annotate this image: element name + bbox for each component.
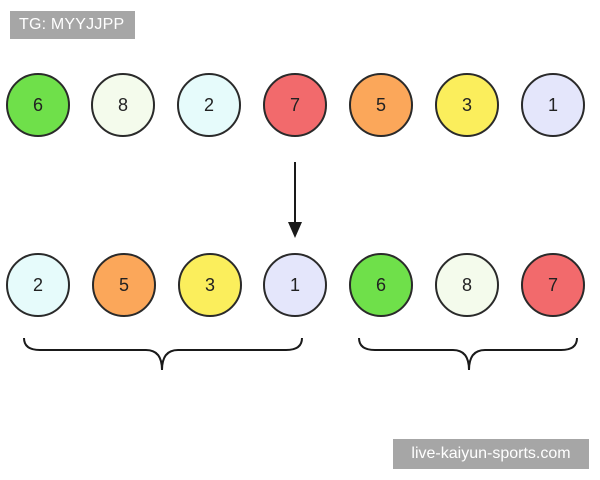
right-brace xyxy=(358,337,578,371)
after-ball-6: 8 xyxy=(435,253,499,317)
ball-label: 3 xyxy=(461,94,472,115)
down-arrow-icon xyxy=(288,162,302,238)
after-ball-1: 2 xyxy=(6,253,70,317)
ball-label: 7 xyxy=(289,94,300,115)
before-ball-4: 7 xyxy=(263,73,327,137)
ball-label: 1 xyxy=(289,274,300,295)
top-watermark: TG: MYYJJPP xyxy=(10,11,135,39)
before-ball-6: 3 xyxy=(435,73,499,137)
ball-label: 7 xyxy=(547,274,558,295)
before-ball-2: 8 xyxy=(91,73,155,137)
left-brace xyxy=(23,337,303,371)
before-ball-7: 1 xyxy=(521,73,585,137)
ball-label: 6 xyxy=(32,94,43,115)
bottom-watermark: live-kaiyun-sports.com xyxy=(393,439,589,469)
ball-label: 2 xyxy=(32,274,43,295)
before-ball-3: 2 xyxy=(177,73,241,137)
after-ball-5: 6 xyxy=(349,253,413,317)
after-ball-3: 3 xyxy=(178,253,242,317)
after-ball-4: 1 xyxy=(263,253,327,317)
ball-label: 8 xyxy=(461,274,472,295)
before-ball-5: 5 xyxy=(349,73,413,137)
ball-label: 3 xyxy=(204,274,215,295)
ball-label: 8 xyxy=(117,94,128,115)
after-ball-7: 7 xyxy=(521,253,585,317)
after-ball-2: 5 xyxy=(92,253,156,317)
ball-label: 6 xyxy=(375,274,386,295)
ball-label: 5 xyxy=(118,274,129,295)
ball-label: 2 xyxy=(203,94,214,115)
ball-label: 5 xyxy=(375,94,386,115)
before-ball-1: 6 xyxy=(6,73,70,137)
ball-label: 1 xyxy=(547,94,558,115)
